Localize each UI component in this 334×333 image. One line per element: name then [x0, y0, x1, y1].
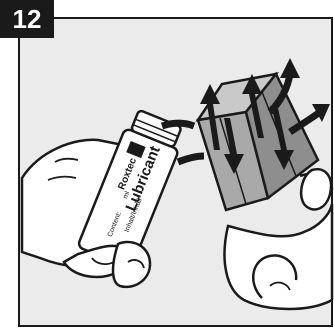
step-number-badge: 12 [0, 0, 54, 38]
right-thumb [301, 169, 331, 209]
curved-arrow-icon [162, 123, 194, 126]
